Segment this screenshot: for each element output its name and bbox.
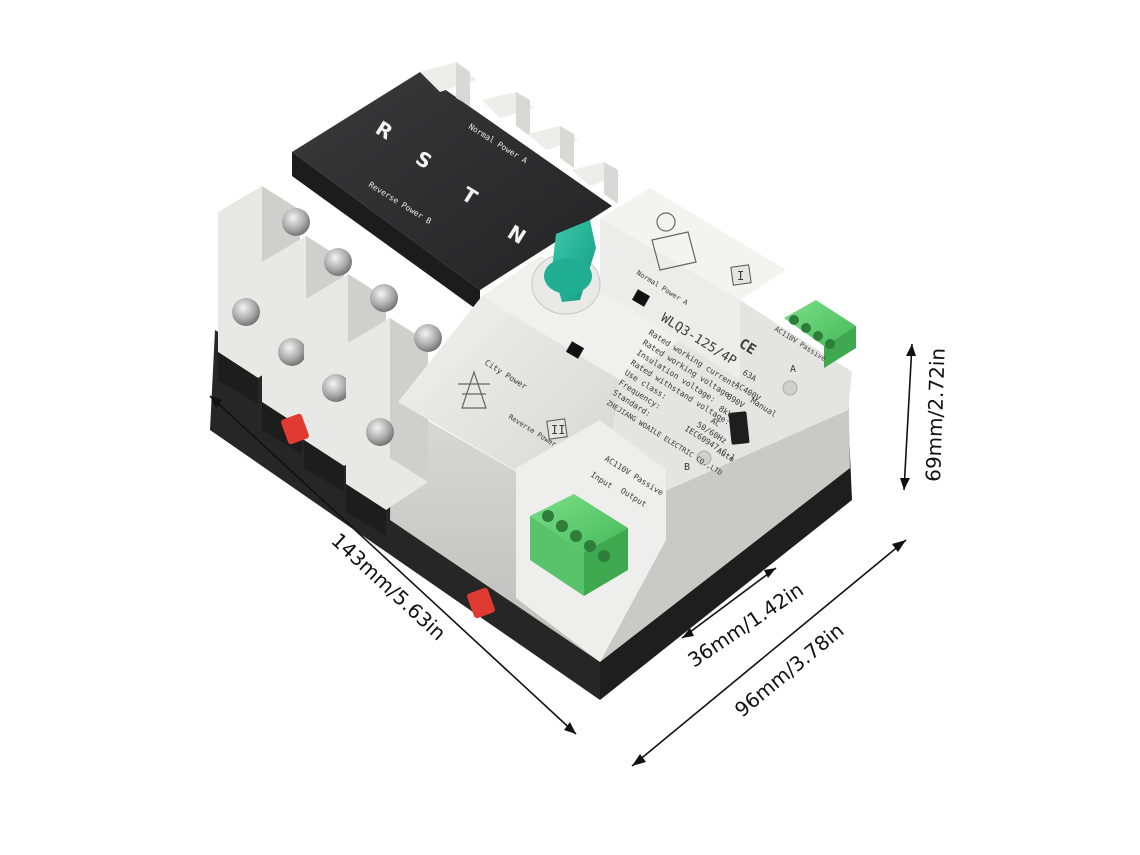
terminal-screw bbox=[366, 418, 394, 446]
pillar-base bbox=[304, 440, 344, 492]
svg-text:AC: AC bbox=[709, 416, 722, 429]
din-clip-left[interactable] bbox=[280, 413, 310, 445]
ce-mark: CE bbox=[736, 336, 759, 359]
terminal-screw bbox=[232, 298, 260, 326]
indicator-b-label: B bbox=[684, 462, 690, 473]
dimension-height-label: 69mm/2.72in bbox=[921, 347, 950, 482]
badge-one bbox=[730, 264, 752, 286]
manual-auto-switch[interactable] bbox=[728, 411, 750, 445]
solar-icon bbox=[651, 212, 697, 271]
status-window-b bbox=[565, 341, 585, 359]
right-wall bbox=[600, 368, 850, 662]
terminal-screw bbox=[370, 284, 398, 312]
din-clip-right[interactable] bbox=[466, 587, 496, 619]
terminal-pillar-4 bbox=[346, 318, 442, 510]
badge-two-text: II bbox=[551, 423, 565, 437]
indicator-a-label: A bbox=[790, 364, 796, 375]
status-window-a bbox=[631, 289, 651, 307]
terminal-screw bbox=[324, 248, 352, 276]
terminal-block-top[interactable] bbox=[784, 300, 856, 368]
terminal-screw bbox=[282, 208, 310, 236]
pillar-base bbox=[346, 484, 386, 536]
indicator-module-face bbox=[600, 300, 852, 520]
power-tower-icon bbox=[458, 370, 490, 409]
indicator-module-side bbox=[600, 218, 740, 380]
rotary-handle[interactable] bbox=[531, 220, 601, 315]
terminal-screw bbox=[414, 324, 442, 352]
badge-two bbox=[546, 418, 568, 440]
pillar-base bbox=[218, 352, 258, 404]
indicator-led-b bbox=[696, 450, 712, 466]
cover-fins bbox=[420, 62, 620, 204]
phase-cover-front bbox=[292, 152, 480, 312]
phase-cover-top bbox=[292, 72, 612, 290]
badge-one-text: I bbox=[737, 269, 744, 283]
transfer-switch: R S T N Normal Power A Reverse Power B bbox=[210, 62, 856, 700]
terminal-block-bottom[interactable] bbox=[530, 494, 628, 596]
dimension-height: 69mm/2.72in bbox=[900, 343, 950, 491]
terminal-screw bbox=[278, 338, 306, 366]
indicator-led-a bbox=[782, 380, 798, 396]
terminal-screw bbox=[322, 374, 350, 402]
